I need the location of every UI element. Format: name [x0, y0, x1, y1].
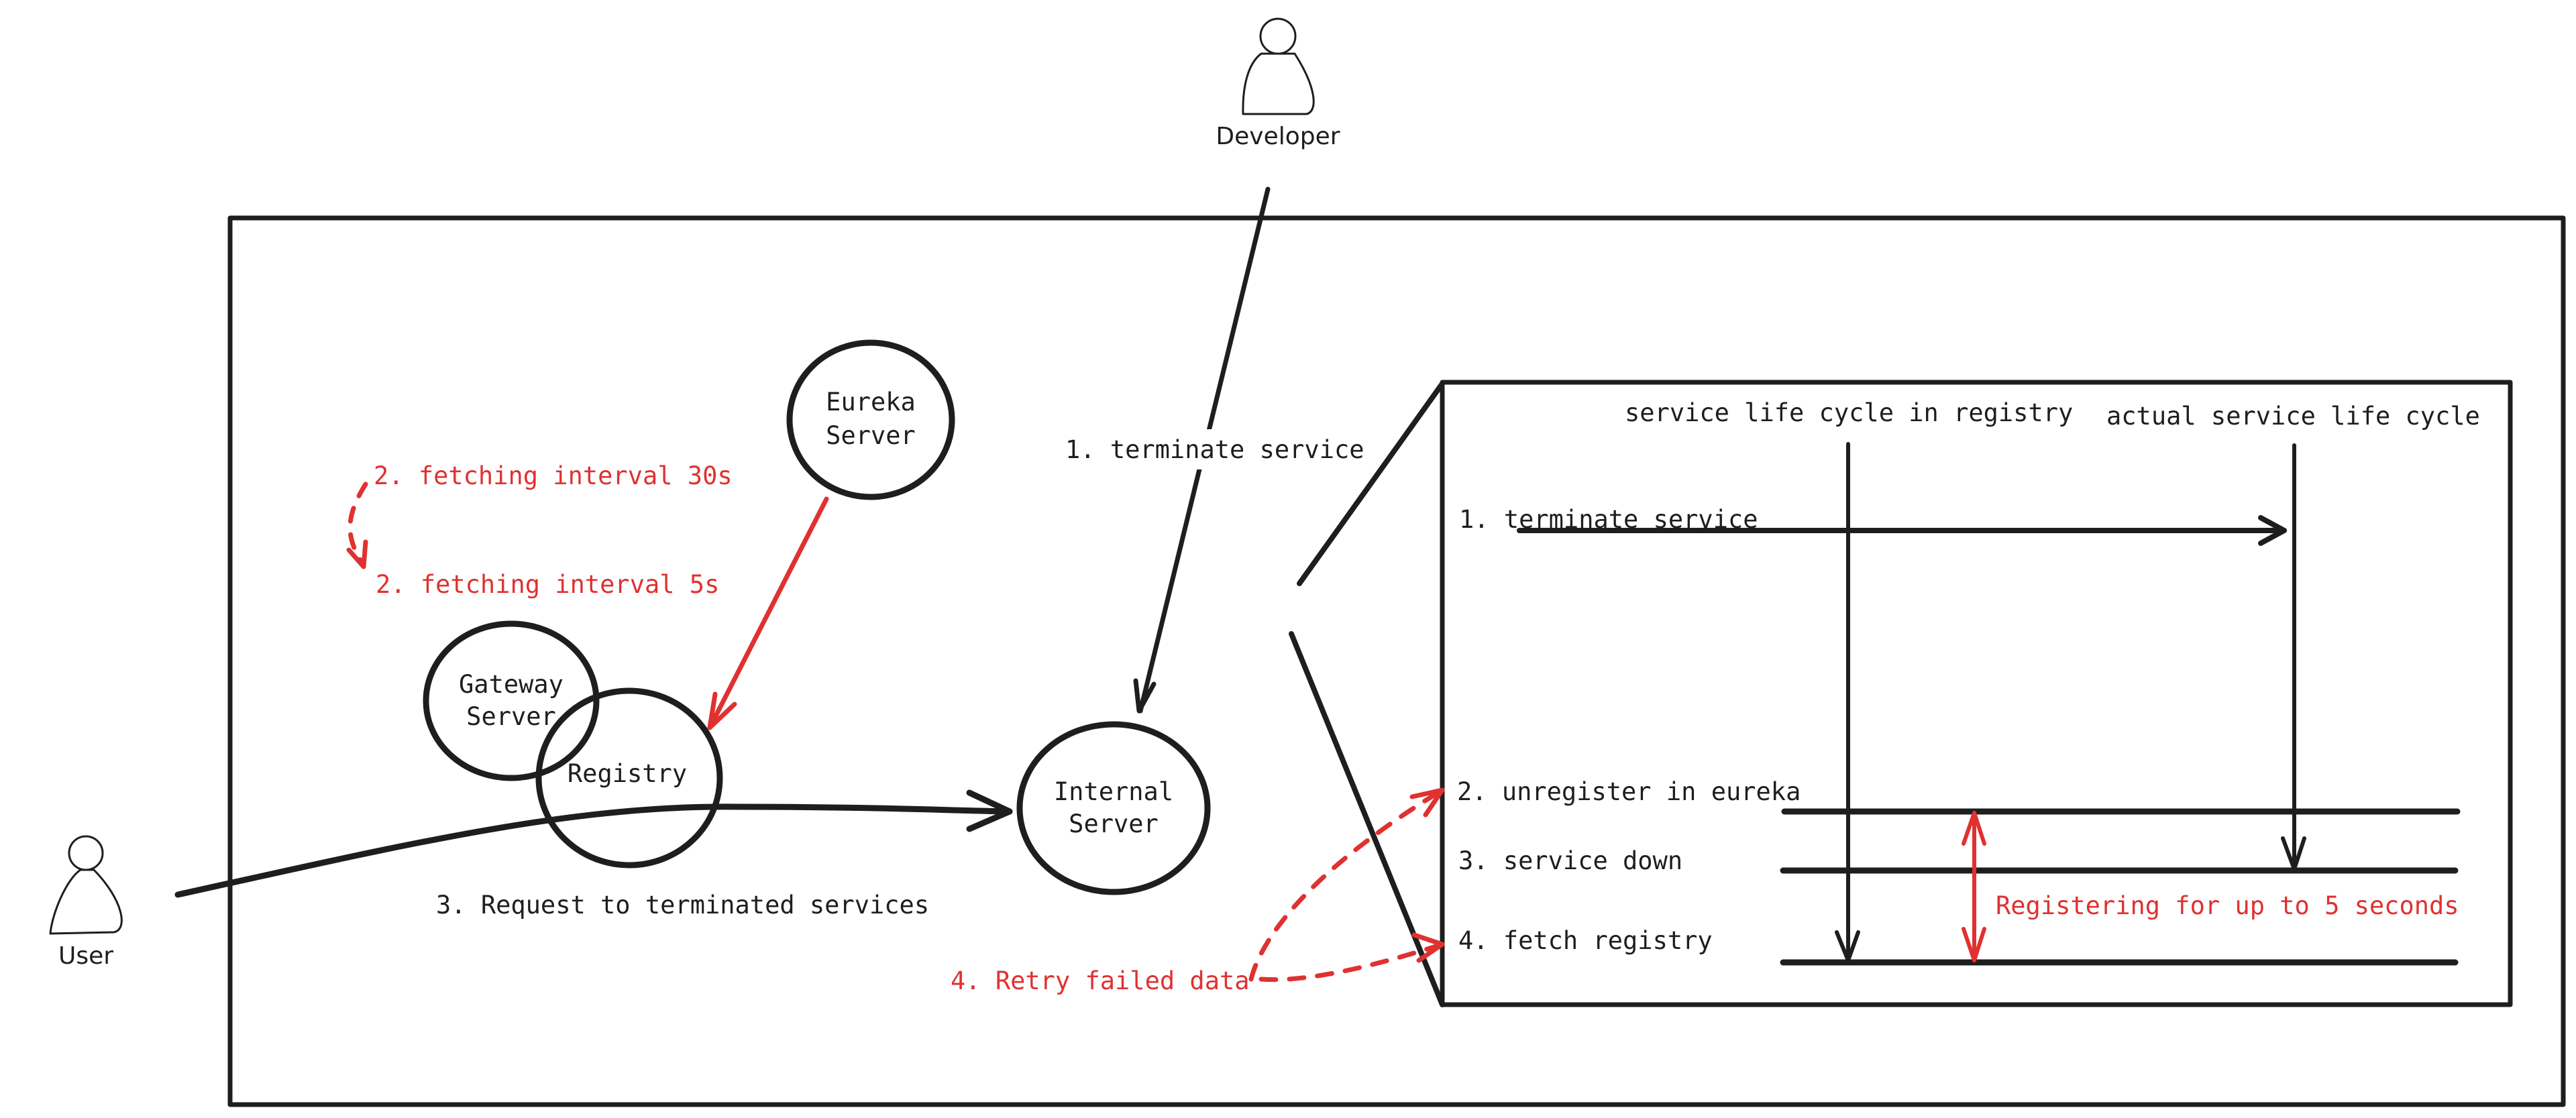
retry-arrow-to-step4 [1258, 942, 1445, 983]
col-actual-title: actual service life cycle [2106, 402, 2480, 431]
user-label: User [58, 942, 113, 970]
registry-label: Registry [568, 759, 687, 788]
internal-line1: Internal [1054, 777, 1173, 806]
eureka-line2: Server [826, 421, 916, 450]
system-boundary [227, 215, 2566, 1107]
user-actor[interactable]: User [49, 835, 123, 970]
retry-arrow-to-step2 [1248, 787, 1445, 982]
interval-change-arrow [347, 482, 368, 566]
gateway-line2: Server [466, 702, 556, 731]
person-icon [49, 835, 123, 935]
gateway-server-node[interactable]: Gateway Server [423, 620, 600, 781]
step-2-label: 2. unregister in eureka [1457, 777, 1801, 806]
terminate-step-arrowhead [2258, 515, 2287, 546]
terminate-label: 1. terminate service [1065, 435, 1364, 464]
developer-label: Developer [1216, 123, 1340, 150]
callout-line-top [1297, 381, 1445, 586]
internal-server-node[interactable]: Internal Server [1016, 721, 1211, 895]
fetch-interval-30s-label: 2. fetching interval 30s [374, 461, 733, 490]
col-registry-title: service life cycle in registry [1625, 398, 2073, 427]
fetch-arrow [707, 496, 829, 730]
request-arrow-head [966, 789, 1013, 832]
registering-gap-arrowhead-bottom [1962, 927, 1986, 962]
fetch-interval-5s-label: 2. fetching interval 5s [376, 570, 719, 599]
registry-node[interactable]: Registry [535, 687, 723, 869]
lifecycle-detail-panel: service life cycle in registry actual se… [1440, 380, 2513, 1007]
step-3-label: 3. service down [1458, 846, 1682, 875]
eureka-line1: Eureka [826, 388, 916, 416]
step-4-label: 4. fetch registry [1458, 926, 1713, 955]
interval-change-arrow-head [346, 539, 368, 569]
retry-failed-label: 4. Retry failed data [951, 966, 1250, 995]
internal-line2: Server [1069, 809, 1159, 838]
terminate-arrow-head [1133, 678, 1157, 714]
request-arrow [174, 803, 1013, 898]
gateway-line1: Gateway [459, 670, 564, 699]
callout-line-bottom [1289, 631, 1445, 1007]
fetch-arrow-head [707, 691, 737, 730]
eureka-server-node[interactable]: Eureka Server [786, 339, 955, 500]
person-icon [1242, 17, 1315, 115]
request-terminated-label: 3. Request to terminated services [436, 891, 929, 919]
retry-arrow-to-step2-head [1409, 787, 1445, 818]
retry-arrow-to-step4-head [1411, 932, 1445, 963]
registering-gap-label: Registering for up to 5 seconds [1996, 891, 2459, 920]
registering-gap-arrowhead-top [1962, 811, 1986, 846]
developer-actor[interactable]: Developer [1216, 17, 1340, 150]
